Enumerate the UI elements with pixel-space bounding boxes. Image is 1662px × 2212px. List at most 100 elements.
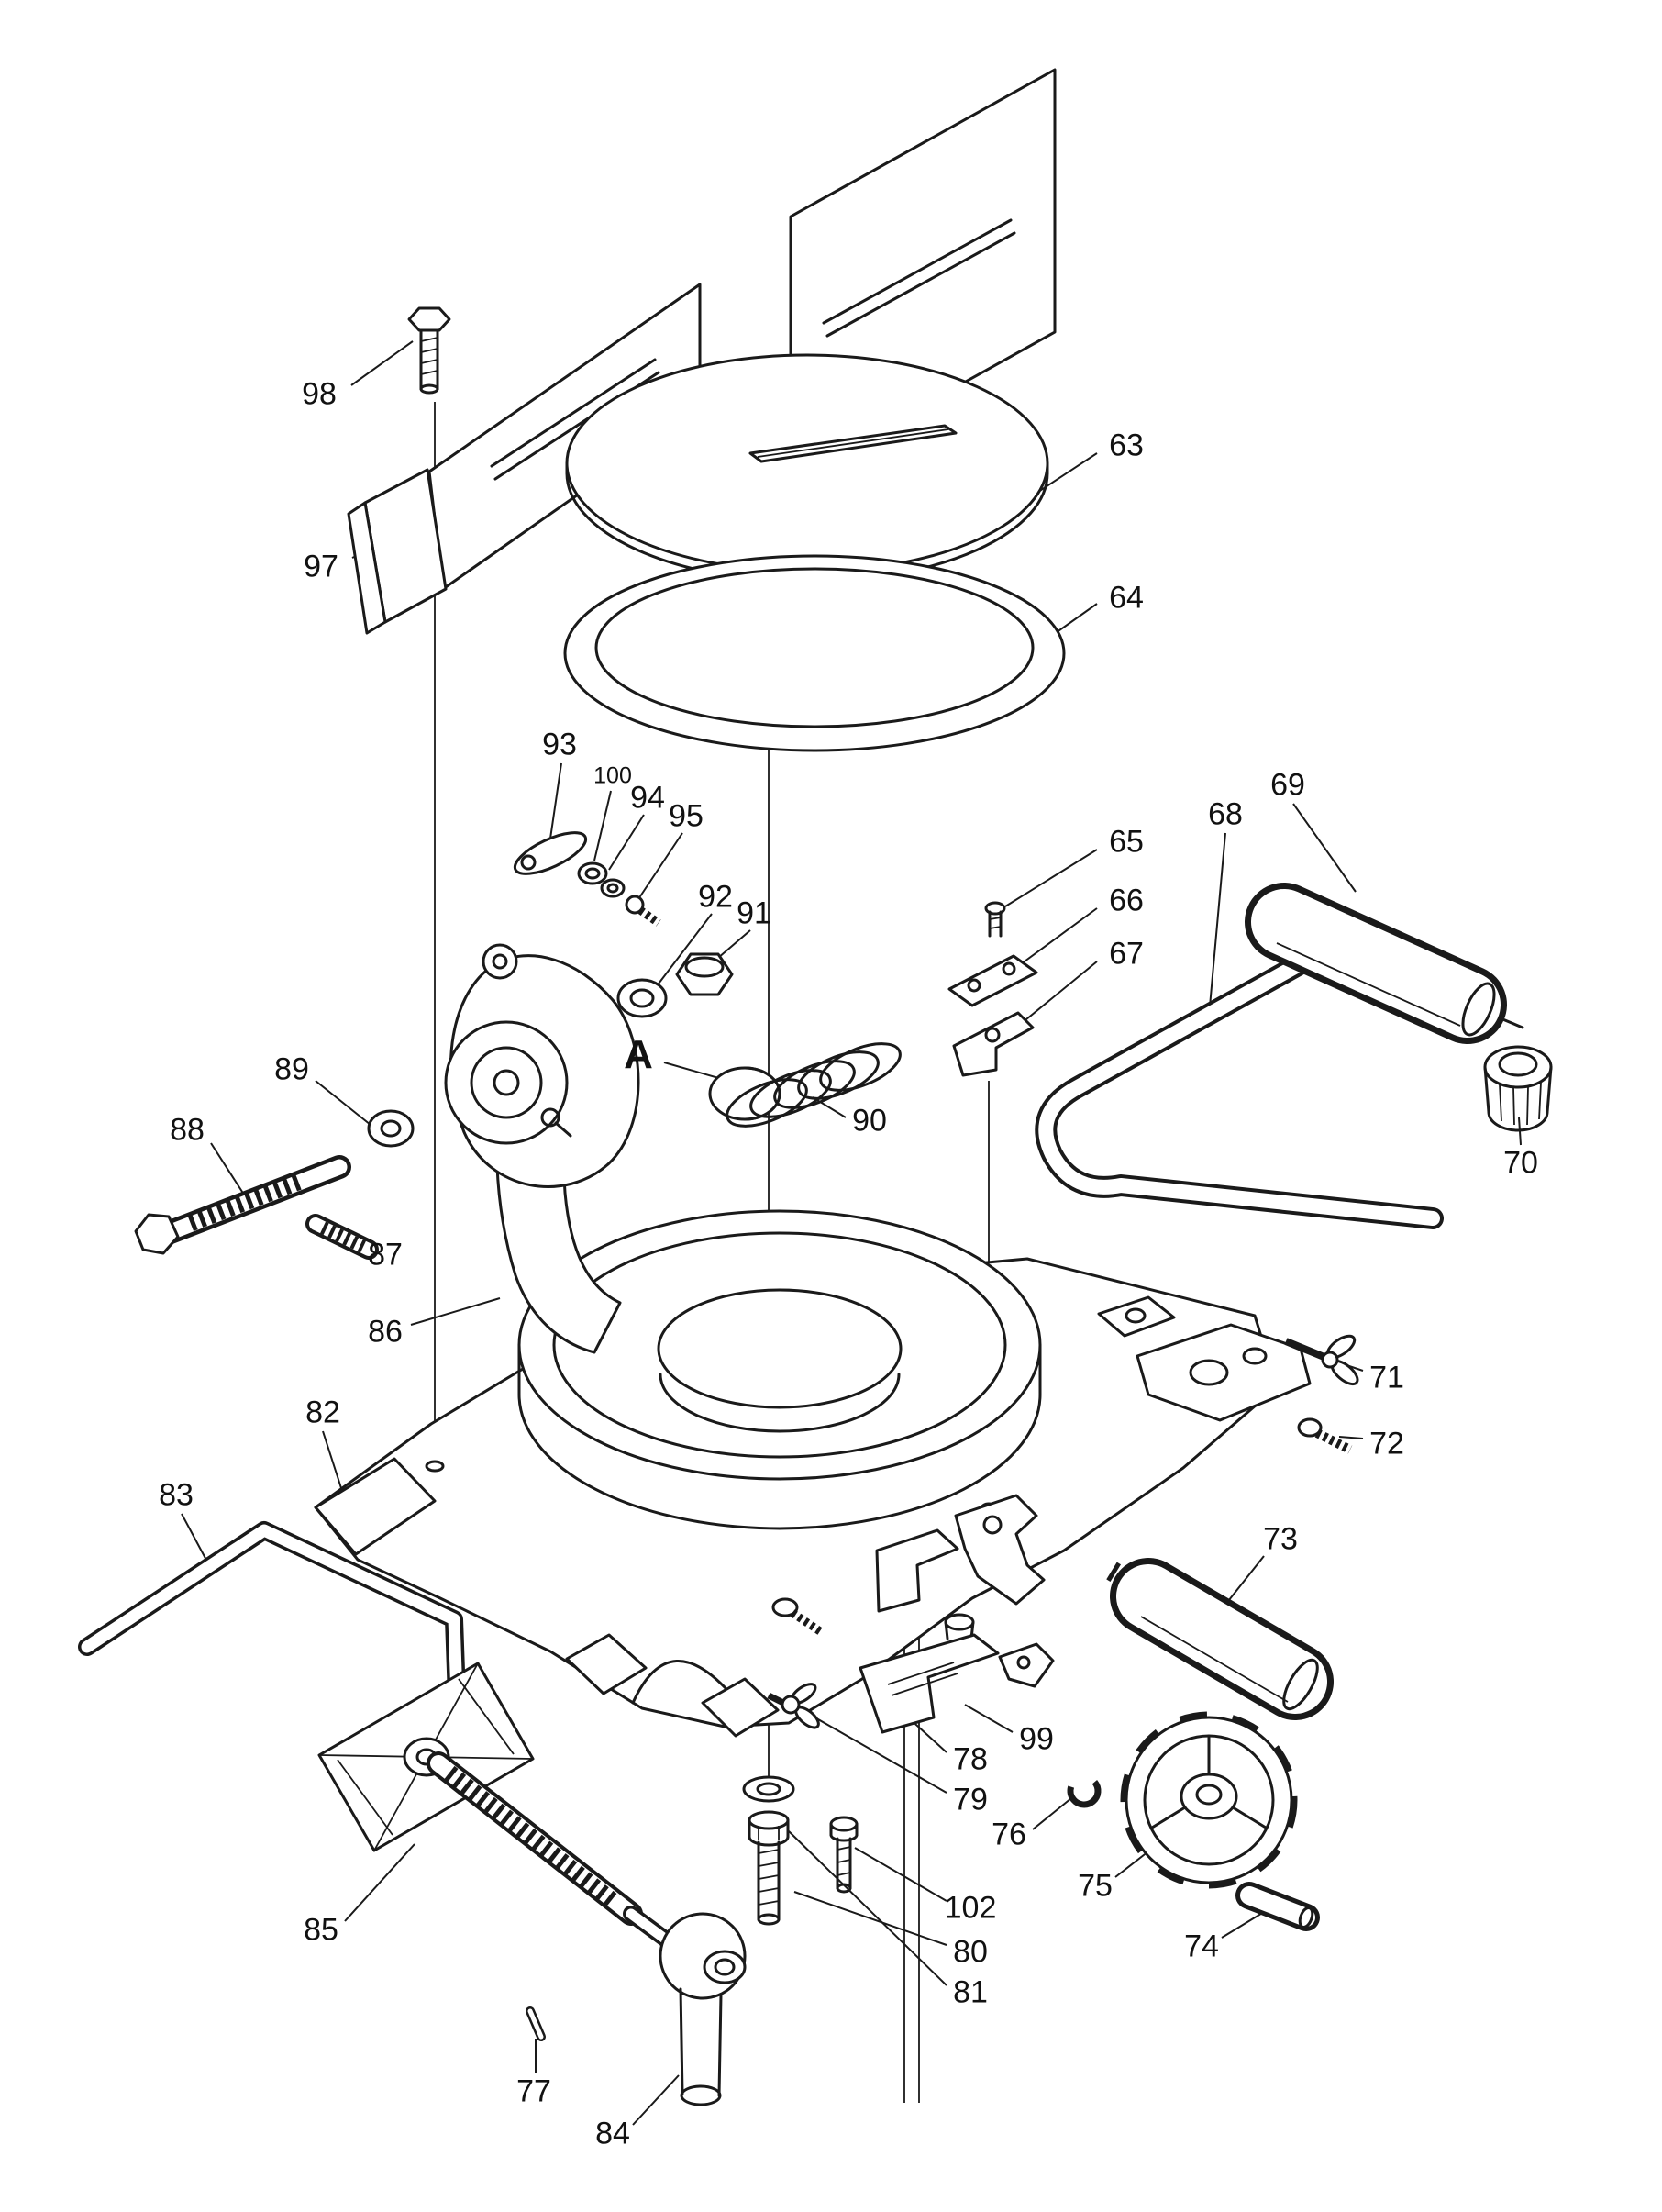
nut-91 — [675, 952, 734, 996]
leader-line — [804, 1711, 947, 1794]
leader-line — [637, 832, 683, 900]
hex-bolt-98 — [407, 306, 451, 395]
leader-line — [964, 1704, 1014, 1733]
screw-95 — [625, 895, 661, 927]
washer-92 — [616, 978, 668, 1018]
leader-line — [1032, 452, 1098, 496]
leader-line — [1015, 961, 1098, 1028]
leader-line — [1004, 849, 1098, 907]
leader-line — [788, 1830, 947, 1986]
wing-screw-79 — [767, 1683, 820, 1729]
part-number-label: 98 — [302, 376, 337, 412]
part-number-label: 97 — [304, 549, 338, 584]
part-number-label: 95 — [669, 798, 704, 834]
part-number-label: 91 — [737, 895, 771, 931]
handle-rod-68 — [1035, 954, 1444, 1229]
leader-line — [210, 1142, 245, 1195]
part-number-label: 75 — [1078, 1868, 1113, 1904]
part-number-label: 71 — [1369, 1360, 1404, 1395]
part-number-label: 76 — [992, 1817, 1026, 1852]
reference-marker: A — [624, 1032, 653, 1077]
support-rod-83 — [78, 1521, 466, 1706]
part-number-label: 70 — [1503, 1145, 1538, 1181]
part-number-label: 88 — [170, 1112, 205, 1148]
screw-65 — [984, 901, 1006, 938]
part-number-label: 66 — [1109, 883, 1144, 918]
washer-89 — [367, 1109, 415, 1148]
part-number-label: 94 — [630, 780, 665, 816]
part-number-label: 87 — [368, 1237, 403, 1273]
leader-line — [1338, 1436, 1364, 1439]
part-number-label: 84 — [595, 2116, 630, 2151]
part-number-label: 86 — [368, 1314, 403, 1350]
part-number-label: 93 — [542, 727, 577, 762]
leader-line — [593, 790, 612, 861]
part-number-label: 82 — [305, 1395, 340, 1430]
part-number-label: 99 — [1019, 1721, 1054, 1757]
leader-line — [322, 1430, 342, 1489]
part-number-label: 68 — [1208, 796, 1243, 832]
blade-housing-ring — [517, 1209, 1042, 1530]
part-number-label: 89 — [274, 1051, 309, 1087]
leader-line — [632, 2074, 680, 2126]
leader-line — [1221, 1911, 1265, 1939]
pin-74 — [1235, 1882, 1320, 1931]
washers-94-100 — [577, 861, 626, 898]
part-number-label: 80 — [953, 1934, 988, 1970]
leader-line — [410, 1297, 501, 1326]
screw-72 — [1297, 1417, 1353, 1454]
spring-90 — [708, 1042, 902, 1128]
leader-line — [315, 1080, 371, 1126]
part-number-label: 81 — [953, 1974, 988, 2010]
part-number-label: 79 — [953, 1782, 988, 1817]
clamp-plate-85 — [317, 1662, 535, 1852]
kerf-board-bracket — [875, 1528, 959, 1613]
holder-arm-86 — [444, 943, 640, 1354]
screw-78 — [771, 1597, 823, 1635]
part-number-label: 77 — [516, 2073, 551, 2109]
bracket-67 — [952, 1011, 1035, 1077]
plate-66 — [947, 954, 1038, 1007]
leader-line — [549, 762, 562, 839]
swivel-foot-84 — [659, 1912, 747, 2106]
part-number-label: 90 — [852, 1103, 887, 1139]
part-number-label: 65 — [1109, 824, 1144, 860]
leader-line — [350, 340, 414, 386]
grip-handle-73 — [1106, 1558, 1334, 1720]
part-number-label: 85 — [304, 1912, 338, 1948]
part-number-label: 83 — [159, 1477, 194, 1513]
knob-70 — [1483, 1045, 1553, 1132]
handwheel-75 — [1120, 1711, 1298, 1889]
pin-77 — [526, 2006, 546, 2041]
leader-line — [344, 1843, 416, 1922]
lock-lever-bracket — [954, 1494, 1046, 1606]
part-number-label: 67 — [1109, 936, 1144, 972]
bracket-99 — [859, 1613, 1055, 1734]
part-number-label: 72 — [1369, 1426, 1404, 1462]
part-number-label: 63 — [1109, 428, 1144, 463]
part-number-label: 92 — [698, 879, 733, 915]
wing-bolt-71 — [1284, 1334, 1359, 1386]
part-number-label: 78 — [953, 1741, 988, 1777]
leader-line — [854, 1847, 947, 1902]
leader-line — [793, 1891, 947, 1946]
leader-line — [1032, 1797, 1072, 1830]
lever-plate-93 — [513, 831, 588, 875]
leader-line — [1114, 1851, 1149, 1878]
stud-87 — [305, 1214, 379, 1260]
screw-102 — [829, 1816, 859, 1894]
grip-69 — [1245, 883, 1524, 1044]
part-number-label: 73 — [1263, 1521, 1298, 1557]
leader-line — [652, 913, 713, 992]
leader-line — [1014, 907, 1098, 970]
part-number-label: 64 — [1109, 580, 1144, 616]
part-number-label: 102 — [944, 1890, 997, 1926]
leader-line — [181, 1513, 210, 1566]
clamp-screw-85 — [427, 1751, 674, 1948]
ring-64 — [563, 554, 1066, 752]
hex-bolt-80 — [748, 1810, 790, 1926]
leader-line — [608, 814, 645, 871]
